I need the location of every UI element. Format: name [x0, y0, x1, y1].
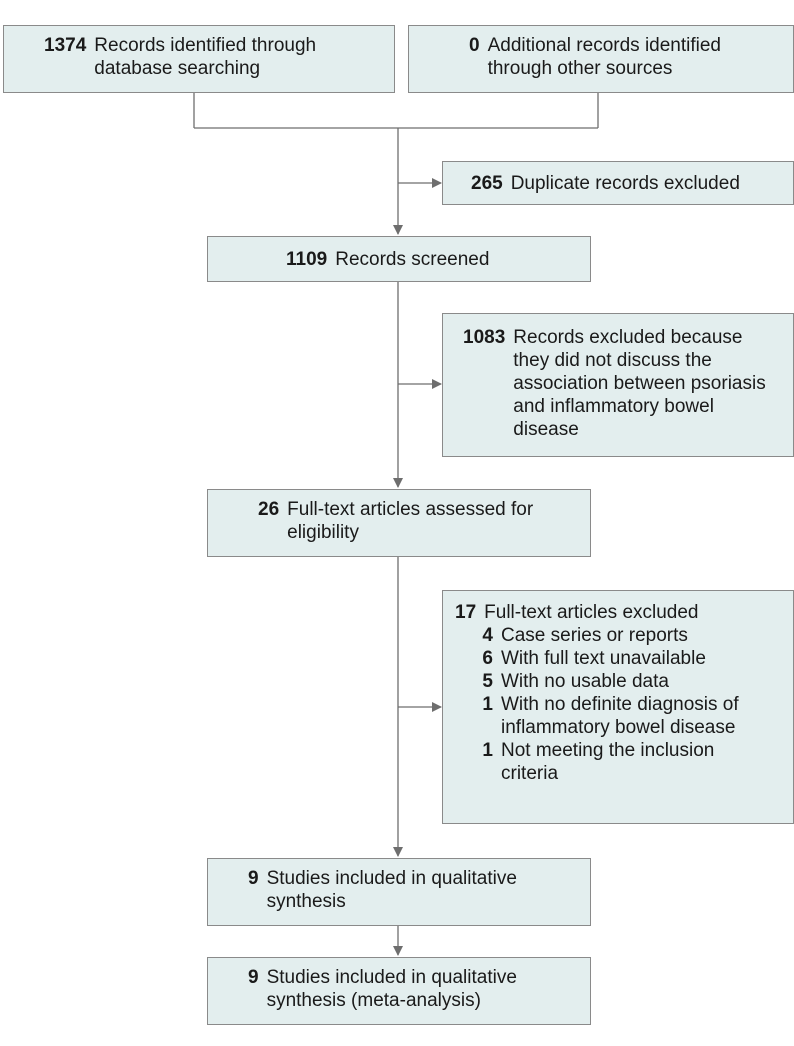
- box-duplicates-excluded: 265 Duplicate records excluded: [442, 161, 794, 205]
- box-records-excluded: 1083 Records excluded because they did n…: [442, 313, 794, 457]
- reason-text: With no usable data: [501, 671, 669, 692]
- box-database-searching: 1374 Records identified through database…: [3, 25, 395, 93]
- box-fulltext-excluded: 17 Full-text articles excluded 4 Case se…: [442, 590, 794, 824]
- count-qualitative-synthesis: 9: [248, 868, 259, 889]
- text-meta-analysis: Studies included in qualitative synthesi…: [266, 967, 517, 1011]
- reason-text: With no definite diagnosis of inflammato…: [501, 694, 739, 738]
- box-fulltext-assessed: 26 Full-text articles assessed for eligi…: [207, 489, 591, 557]
- count-records-excluded: 1083: [463, 327, 506, 348]
- text-records-screened: Records screened: [335, 249, 490, 270]
- reason-item: 1 With no definite diagnosis of inflamma…: [471, 693, 781, 739]
- reason-text: Not meeting the inclusion criteria: [501, 740, 715, 784]
- count-records-screened: 1109: [286, 249, 328, 270]
- text-fulltext-assessed: Full-text articles assessed for eligibil…: [287, 499, 534, 543]
- reason-count: 1: [482, 740, 493, 761]
- text-duplicates-excluded: Duplicate records excluded: [510, 173, 740, 194]
- box-other-sources: 0 Additional records identified through …: [408, 25, 794, 93]
- reason-text: With full text unavailable: [501, 648, 706, 669]
- reason-count: 5: [482, 671, 493, 692]
- reason-text: Case series or reports: [501, 625, 688, 646]
- exclusion-reasons-list: 4 Case series or reports 6 With full tex…: [471, 624, 781, 785]
- text-records-excluded: Records excluded because they did not di…: [513, 327, 766, 440]
- box-records-screened: 1109 Records screened: [207, 236, 591, 282]
- count-database-searching: 1374: [44, 35, 87, 56]
- text-database-searching: Records identified through database sear…: [94, 35, 317, 79]
- count-meta-analysis: 9: [248, 967, 259, 988]
- reason-count: 6: [482, 648, 493, 669]
- text-qualitative-synthesis: Studies included in qualitative synthesi…: [266, 868, 517, 912]
- count-fulltext-assessed: 26: [258, 499, 280, 520]
- reason-item: 5 With no usable data: [471, 670, 781, 693]
- reason-item: 4 Case series or reports: [471, 624, 781, 647]
- text-fulltext-excluded: Full-text articles excluded: [484, 602, 699, 623]
- box-meta-analysis: 9 Studies included in qualitative synthe…: [207, 957, 591, 1025]
- text-other-sources: Additional records identified through ot…: [487, 35, 721, 79]
- reason-item: 1 Not meeting the inclusion criteria: [471, 739, 781, 785]
- box-qualitative-synthesis: 9 Studies included in qualitative synthe…: [207, 858, 591, 926]
- count-duplicates-excluded: 265: [471, 173, 503, 194]
- count-fulltext-excluded: 17: [455, 602, 477, 623]
- reason-count: 4: [482, 625, 493, 646]
- reason-count: 1: [482, 694, 493, 715]
- count-other-sources: 0: [469, 35, 480, 56]
- reason-item: 6 With full text unavailable: [471, 647, 781, 670]
